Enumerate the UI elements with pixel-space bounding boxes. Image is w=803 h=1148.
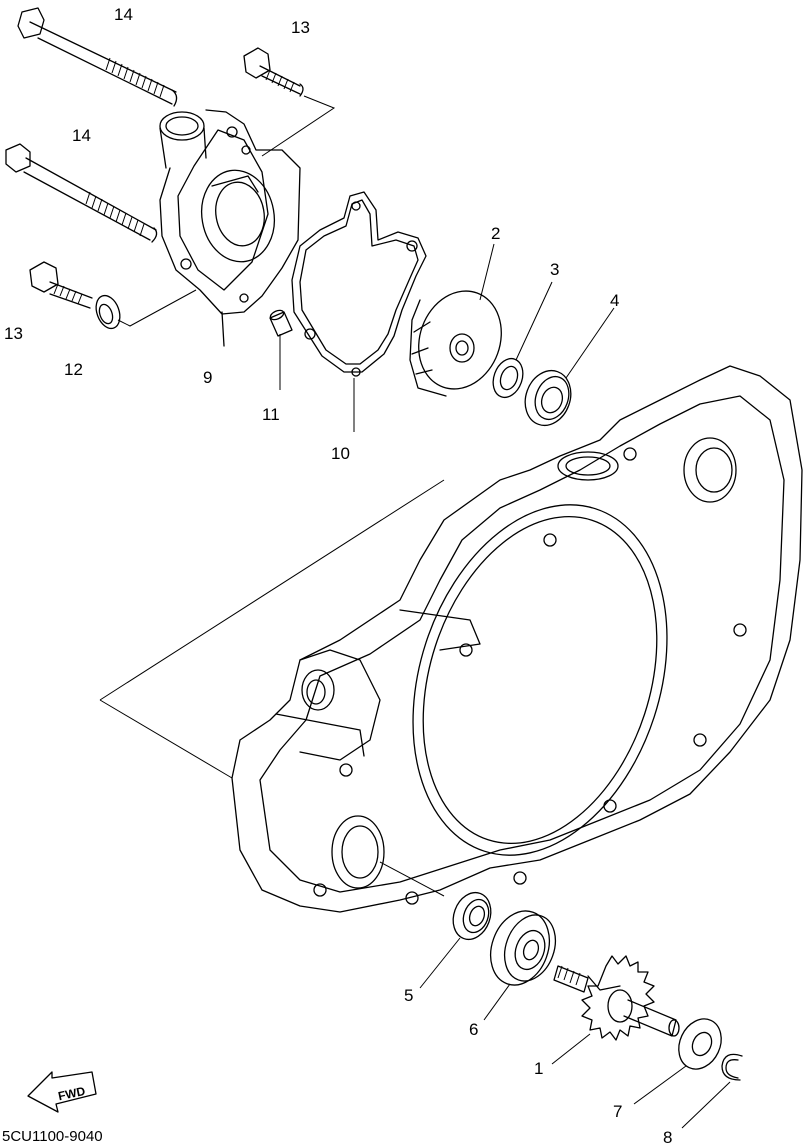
callout-12: 12 — [64, 360, 83, 379]
fwd-label: FWD — [57, 1084, 87, 1103]
impeller-2 — [409, 243, 502, 397]
oil-seal-3 — [492, 281, 553, 399]
callout-14-top: 14 — [114, 5, 133, 24]
bolt-14-middle — [5, 143, 158, 243]
callout-4: 4 — [610, 291, 619, 310]
washer-7 — [633, 1018, 722, 1105]
callout-14-middle: 14 — [72, 126, 91, 145]
bolt-14-top — [17, 7, 178, 107]
bolt-13-lower — [29, 261, 93, 309]
callout-10: 10 — [331, 444, 350, 463]
oil-seal-5 — [419, 891, 492, 989]
dowel-pin-11 — [269, 309, 293, 390]
circlip-8 — [681, 1053, 743, 1129]
bolt-13-top — [243, 47, 336, 157]
callout-1: 1 — [534, 1059, 543, 1078]
callout-6: 6 — [469, 1020, 478, 1039]
callout-8: 8 — [663, 1128, 672, 1147]
diagram-code: 5CU1100-9040 — [2, 1128, 103, 1145]
callout-13-lower: 13 — [4, 324, 23, 343]
washer-12 — [95, 289, 197, 330]
fwd-arrow-icon: FWD — [27, 1071, 97, 1113]
callout-13-top: 13 — [291, 18, 310, 37]
callout-5: 5 — [404, 986, 413, 1005]
pump-shaft-gear-1 — [551, 955, 680, 1065]
pump-housing-9 — [159, 109, 301, 347]
callout-2: 2 — [491, 224, 500, 243]
callout-11: 11 — [262, 405, 280, 424]
bearing-6 — [483, 910, 557, 1021]
crankcase — [99, 365, 803, 913]
callout-7: 7 — [613, 1102, 622, 1121]
callout-3: 3 — [550, 260, 559, 279]
gasket-10 — [291, 191, 427, 432]
callout-9: 9 — [203, 368, 212, 387]
bearing-4 — [524, 307, 615, 427]
